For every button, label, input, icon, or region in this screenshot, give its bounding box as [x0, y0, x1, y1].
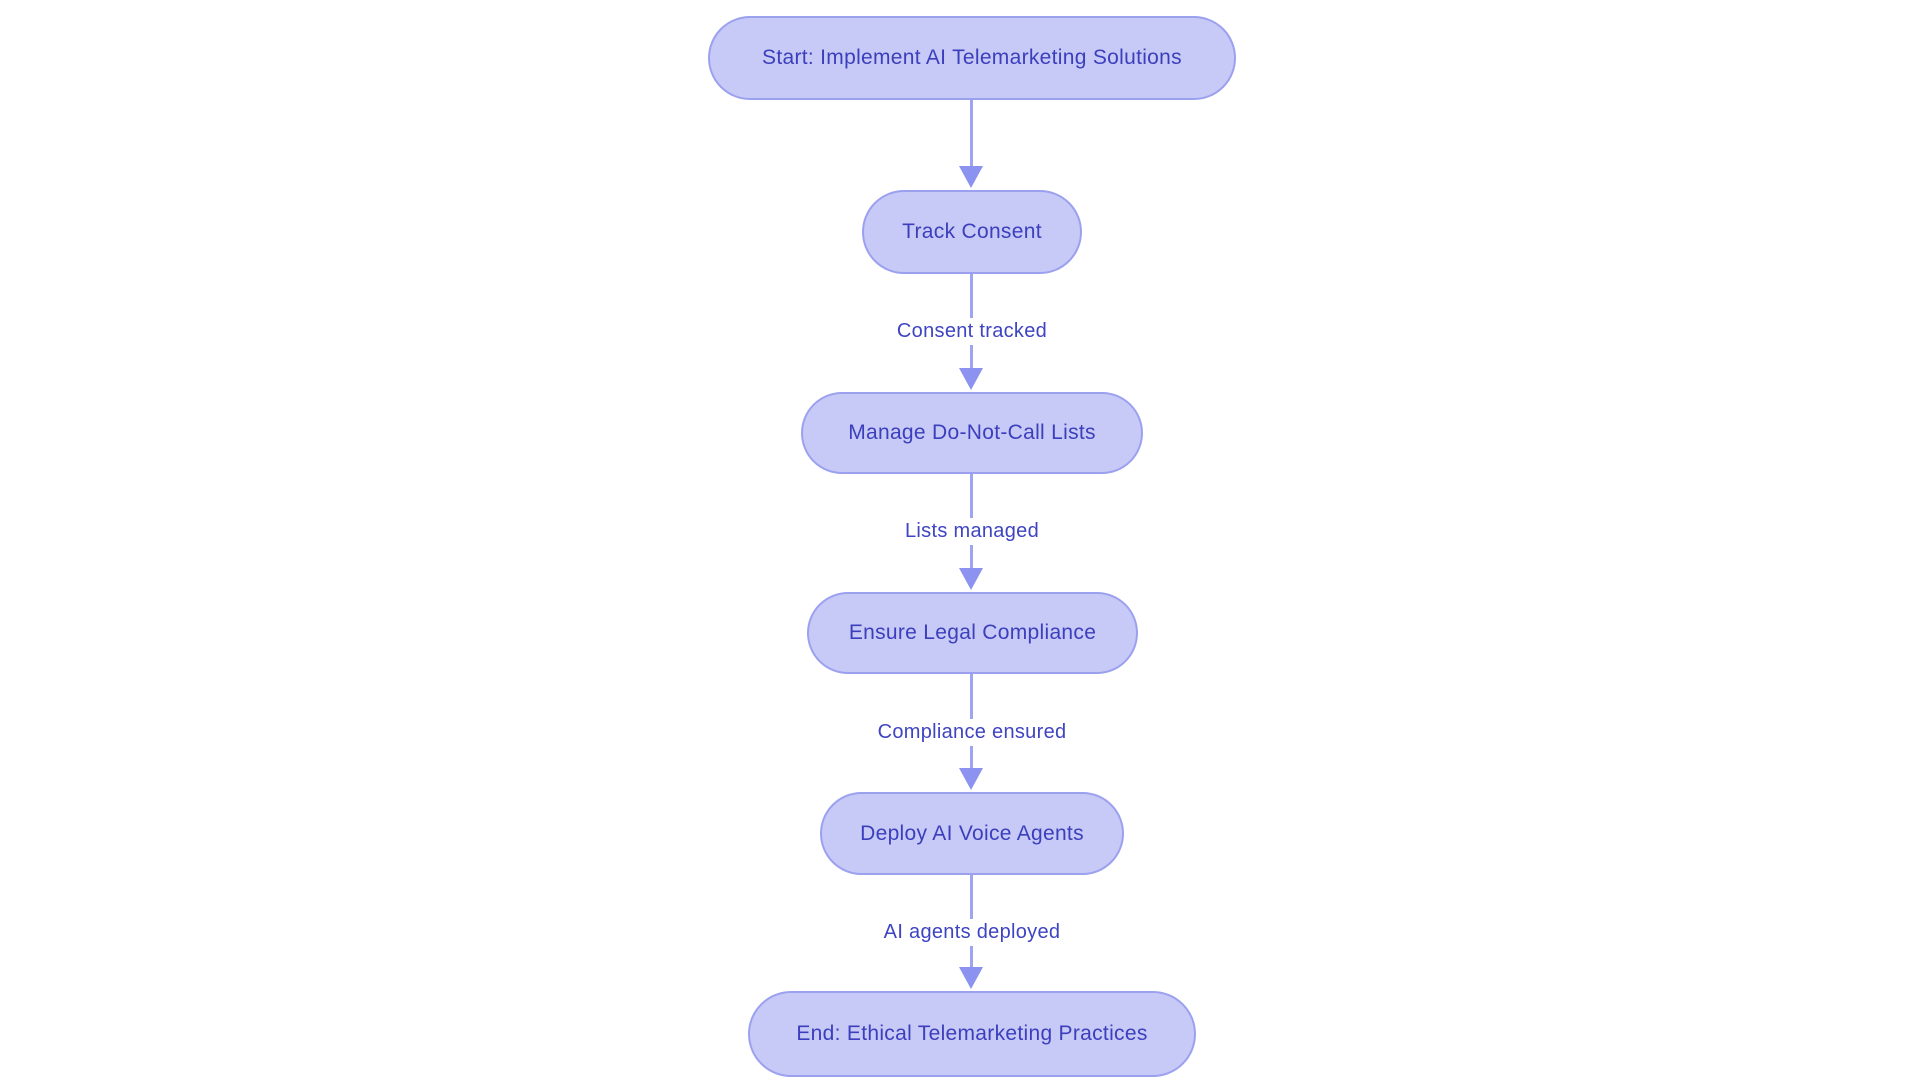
edge-start-track-line	[970, 100, 973, 166]
node-start-label: Start: Implement AI Telemarketing Soluti…	[762, 46, 1182, 69]
node-end-label: End: Ethical Telemarketing Practices	[796, 1022, 1148, 1045]
arrow-down-icon	[959, 166, 983, 188]
arrow-down-icon	[959, 568, 983, 590]
edge-dnc-legal-label: Lists managed	[897, 518, 1047, 545]
node-ensure-legal-compliance: Ensure Legal Compliance	[807, 592, 1138, 674]
edge-legal-deploy-label: Compliance ensured	[869, 719, 1075, 746]
edge-deploy-end-label: AI agents deployed	[875, 919, 1069, 946]
node-end: End: Ethical Telemarketing Practices	[748, 991, 1196, 1077]
arrow-down-icon	[959, 368, 983, 390]
edge-track-dnc-label: Consent tracked	[888, 318, 1056, 345]
node-track-consent-label: Track Consent	[902, 220, 1042, 243]
node-ensure-legal-compliance-label: Ensure Legal Compliance	[848, 621, 1097, 644]
arrow-down-icon	[959, 768, 983, 790]
node-deploy-ai-voice-agents-label: Deploy AI Voice Agents	[860, 821, 1084, 845]
node-start: Start: Implement AI Telemarketing Soluti…	[708, 16, 1236, 100]
node-deploy-ai-voice-agents: Deploy AI Voice Agents	[820, 792, 1124, 875]
node-manage-dnc-lists: Manage Do-Not-Call Lists	[801, 392, 1143, 474]
arrow-down-icon	[959, 967, 983, 989]
node-track-consent: Track Consent	[862, 190, 1082, 274]
node-manage-dnc-lists-label: Manage Do-Not-Call Lists	[848, 421, 1096, 444]
